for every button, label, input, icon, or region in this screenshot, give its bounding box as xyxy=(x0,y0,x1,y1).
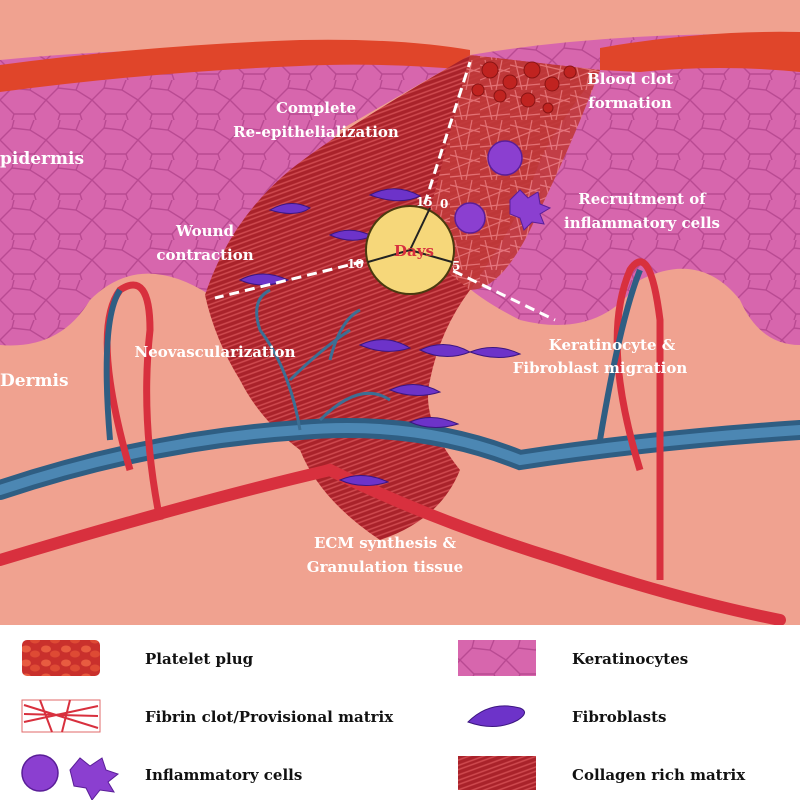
inflammatory-cells-diagram xyxy=(454,140,552,234)
legend-swatch-collagen xyxy=(458,756,536,790)
complete-reepi-label-2: Re-epithelialization xyxy=(233,123,399,141)
neovessels xyxy=(255,288,391,431)
wound-contraction-label-1: Wound xyxy=(175,222,234,240)
recruitment-label-2: inflammatory cells xyxy=(564,214,720,232)
legend-label-keratinocytes: Keratinocytes xyxy=(572,650,688,668)
legend-label-collagen: Collagen rich matrix xyxy=(572,766,746,784)
clock-center-label: Days xyxy=(394,242,434,260)
clock-tick-10: 10 xyxy=(347,257,364,271)
legend-swatch-inflammatory-round xyxy=(21,754,59,792)
legend-swatch-fibroblasts xyxy=(467,705,525,727)
legend-swatch-platelet xyxy=(22,640,100,676)
clock-tick-0: 0 xyxy=(440,197,448,211)
ecm-label-2: Granulation tissue xyxy=(307,558,463,576)
vein-loop-left xyxy=(103,288,123,441)
wound-contraction-label-2: contraction xyxy=(156,246,253,264)
legend: Platelet plug Fibrin clot/Provisional ma… xyxy=(21,640,746,801)
dermis-label: Dermis xyxy=(0,371,69,391)
surface-left xyxy=(0,39,470,92)
epidermis-layer xyxy=(0,34,800,346)
fibroblast-cells xyxy=(238,188,522,486)
legend-label-fibroblasts: Fibroblasts xyxy=(572,708,666,726)
vein-loop-right xyxy=(597,268,643,441)
legend-swatch-inflammatory-irregular xyxy=(69,757,120,801)
blood-clot-label-2: formation xyxy=(588,94,672,112)
artery-main xyxy=(0,463,786,626)
legend-label-platelet: Platelet plug xyxy=(145,650,254,668)
surface-right xyxy=(600,31,800,72)
migration-label-2: Fibroblast migration xyxy=(513,359,688,377)
ecm-label-1: ECM synthesis & xyxy=(314,534,456,552)
blood-clot-label-1: Blood clot xyxy=(587,70,673,88)
blood-clot-cells xyxy=(471,61,577,114)
recruitment-label-1: Recruitment of xyxy=(578,190,707,208)
legend-swatch-keratinocytes xyxy=(458,640,536,676)
migration-label-1: Keratinocyte & xyxy=(549,336,676,354)
epidermis-label: pidermis xyxy=(0,149,84,169)
complete-reepi-label-1: Complete xyxy=(276,99,356,117)
legend-area xyxy=(0,625,800,800)
artery-loop-right xyxy=(613,258,664,580)
days-clock: Days 15 0 5 10 xyxy=(347,195,460,295)
clock-tick-15: 15 xyxy=(416,195,433,209)
clock-tick-5: 5 xyxy=(452,259,460,273)
legend-label-fibrin: Fibrin clot/Provisional matrix xyxy=(145,708,394,726)
legend-label-inflammatory: Inflammatory cells xyxy=(145,766,302,784)
legend-swatch-fibrin xyxy=(23,699,99,733)
neovascularization-label: Neovascularization xyxy=(135,343,296,361)
